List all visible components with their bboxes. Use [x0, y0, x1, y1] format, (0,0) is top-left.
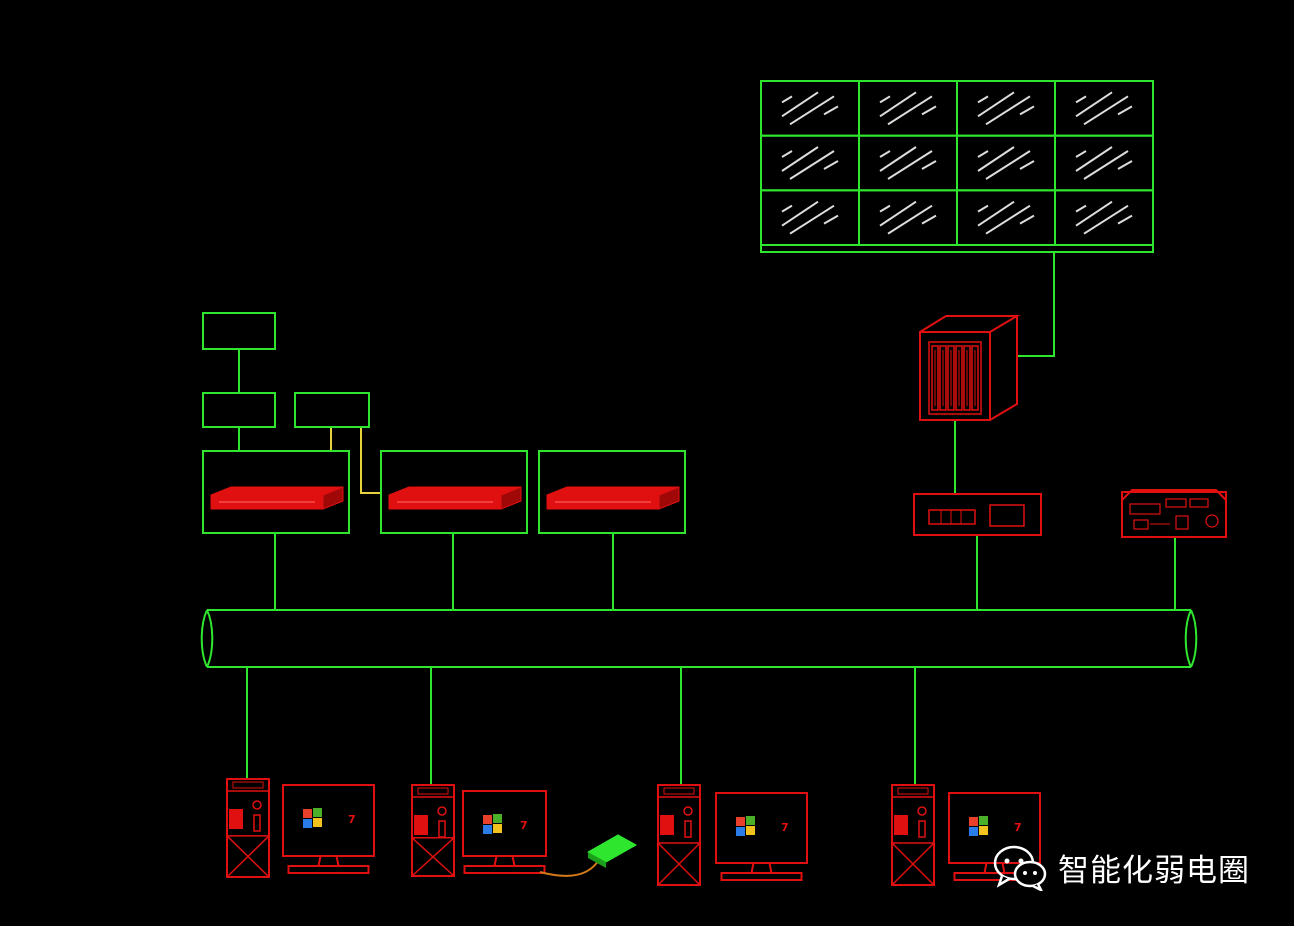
video-wall-screen	[760, 80, 860, 137]
wall-server-link	[1018, 253, 1055, 357]
video-wall-screen	[858, 80, 958, 137]
rack-units	[202, 450, 686, 534]
video-wall-screen	[858, 189, 958, 246]
monitor-badge: 7	[520, 819, 528, 832]
control-box-middle	[202, 392, 276, 428]
video-wall-screen	[858, 134, 958, 192]
rack-unit-icon	[380, 450, 528, 534]
video-wall-screen	[1054, 80, 1154, 137]
control-box-top	[202, 312, 276, 350]
workstation-icon: 7	[657, 784, 808, 886]
video-wall-screen	[1054, 189, 1154, 246]
usb-key-icon	[539, 834, 638, 877]
monitor-badge: 7	[1014, 821, 1022, 834]
monitor-badge: 7	[781, 821, 789, 834]
video-wall-screen	[1054, 134, 1154, 192]
control-keyboard-icon	[1121, 489, 1227, 538]
workstation-icon: 7	[891, 784, 1041, 886]
monitor-badge: 7	[348, 813, 356, 826]
workstation-icon: 7	[411, 784, 547, 877]
rack-unit-icon	[202, 450, 350, 534]
video-wall-screen	[760, 189, 860, 246]
network-bus	[200, 609, 1198, 668]
watermark-text: 智能化弱电圈	[1058, 852, 1250, 889]
video-wall-screen	[760, 134, 860, 192]
wechat-icon	[993, 845, 1047, 891]
video-decoder-icon	[913, 493, 1042, 536]
rack-unit-icon	[538, 450, 686, 534]
connection-lines	[238, 253, 1176, 785]
watermark: 智能化弱电圈	[992, 842, 1250, 892]
workstation-icon: 7	[226, 778, 375, 878]
video-wall-screen	[956, 134, 1056, 192]
video-wall	[760, 80, 1154, 253]
workstations: 7 7 7 7	[226, 778, 1041, 886]
control-boxes	[202, 312, 370, 428]
server-chassis-icon	[919, 315, 1021, 421]
video-wall-screen	[956, 80, 1056, 137]
video-wall-screen	[956, 189, 1056, 246]
yellow-links	[330, 427, 381, 494]
control-box-right	[294, 392, 370, 428]
